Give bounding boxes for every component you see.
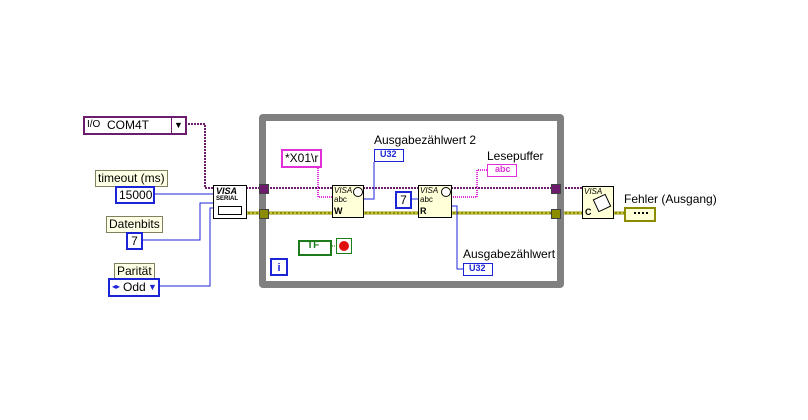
parity-label: Parität <box>114 263 155 280</box>
close-document-icon <box>592 193 612 213</box>
visa-resource-constant[interactable]: I/O COM4T ▼ <box>83 116 187 135</box>
count-wire <box>451 205 463 270</box>
visa-title: VISA <box>584 187 603 196</box>
visa-configure-serial-node[interactable]: VISA SERIAL <box>213 185 247 219</box>
close-mode: C <box>585 207 592 217</box>
u32-type: U32 <box>380 149 397 159</box>
timeout-label: timeout (ms) <box>95 170 168 187</box>
error-out-label: Fehler (Ausgang) <box>624 192 717 206</box>
visa-shift-tunnel-left <box>259 184 269 194</box>
visa-read-node[interactable]: VISA abc R <box>418 185 452 218</box>
error-out-indicator <box>624 207 656 222</box>
chevron-down-icon[interactable]: ▼ <box>171 118 185 133</box>
read-mode: R <box>420 206 427 216</box>
u32-type: U32 <box>469 263 486 273</box>
parity-value: Odd <box>123 280 146 294</box>
write-mode: W <box>334 206 343 216</box>
bool-value: TF <box>307 240 320 251</box>
clock-icon <box>353 187 363 197</box>
parity-wire <box>158 207 216 287</box>
visa-title: VISA <box>216 186 238 196</box>
visa-title: VISA <box>334 186 353 195</box>
write-string-constant[interactable]: *X01\r <box>281 149 323 168</box>
visa-title: VISA <box>420 186 439 195</box>
loop-stop-condition[interactable] <box>336 238 352 254</box>
string-type: abc <box>495 164 511 174</box>
read-sub: abc <box>420 195 433 204</box>
timeout-constant[interactable]: 15000 <box>115 186 155 204</box>
visa-shift-tunnel-right <box>551 184 561 194</box>
write-sub: abc <box>334 195 347 204</box>
boolean-constant[interactable]: TF <box>298 240 332 256</box>
chevron-down-icon[interactable]: ▼ <box>148 282 157 292</box>
databits-label: Datenbits <box>106 216 163 233</box>
output-count-2-label: Ausgabezählwert 2 <box>374 133 477 147</box>
error-shift-tunnel-left <box>259 209 269 219</box>
serial-subtitle: SERIAL <box>216 196 239 202</box>
serial-port-icon <box>218 206 242 215</box>
output-count-label: Ausgabezählwert <box>463 247 556 261</box>
loop-iteration-terminal: i <box>270 258 288 276</box>
buffer-wire <box>451 169 487 198</box>
visa-wire <box>185 123 213 189</box>
error-shift-tunnel-right <box>551 209 561 219</box>
databits-constant[interactable]: 7 <box>126 232 143 250</box>
clock-icon <box>441 187 451 197</box>
read-buffer-label: Lesepuffer <box>487 149 544 163</box>
output-count-2-indicator: U32 <box>374 149 404 162</box>
read-buffer-indicator: abc <box>487 164 517 177</box>
visa-resource-io-icon: I/O <box>87 119 101 130</box>
string-wire <box>317 166 332 198</box>
stop-icon <box>339 241 349 251</box>
visa-write-node[interactable]: VISA abc W <box>332 185 364 218</box>
visa-close-node[interactable]: VISA C <box>582 186 614 219</box>
databits-wire <box>140 202 213 241</box>
read-count-constant[interactable]: 7 <box>395 191 412 209</box>
visa-resource-value: COM4T <box>107 118 149 132</box>
parity-enum[interactable]: ◂▸ Odd ▼ <box>108 278 160 297</box>
output-count-indicator: U32 <box>463 263 493 276</box>
while-loop[interactable] <box>259 114 564 288</box>
enum-arrows-icon: ◂▸ <box>112 282 121 291</box>
count2-wire <box>363 162 375 200</box>
iteration-value: i <box>277 262 281 274</box>
error-cluster-icon <box>634 212 648 218</box>
